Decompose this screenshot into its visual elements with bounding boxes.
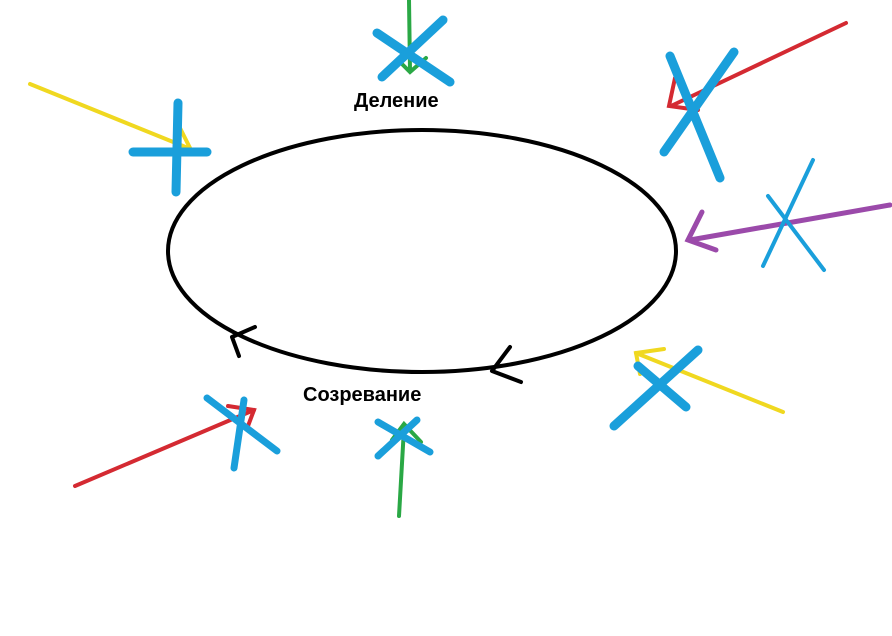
arrow-bottomleft-red [73, 404, 257, 488]
blocked-cross-topright [659, 47, 739, 183]
cycle-arrowhead-left [230, 325, 257, 358]
blocked-cross-top [372, 15, 455, 87]
label-maturation: Созревание [303, 384, 421, 406]
arrow-topleft-yellow [28, 82, 193, 154]
blocked-cross-right [761, 158, 826, 272]
blocked-cross-topleft [128, 98, 212, 197]
arrow-topright-red [666, 21, 848, 112]
blocked-cross-bottom [374, 416, 434, 460]
blocked-cross-bottomleft [203, 394, 281, 472]
blocked-cross-bottomright [609, 345, 703, 431]
cycle [166, 128, 678, 384]
cycle-arrowhead-bottom [490, 345, 523, 384]
label-division: Деление [354, 90, 439, 112]
cycle-ellipse [166, 128, 678, 374]
